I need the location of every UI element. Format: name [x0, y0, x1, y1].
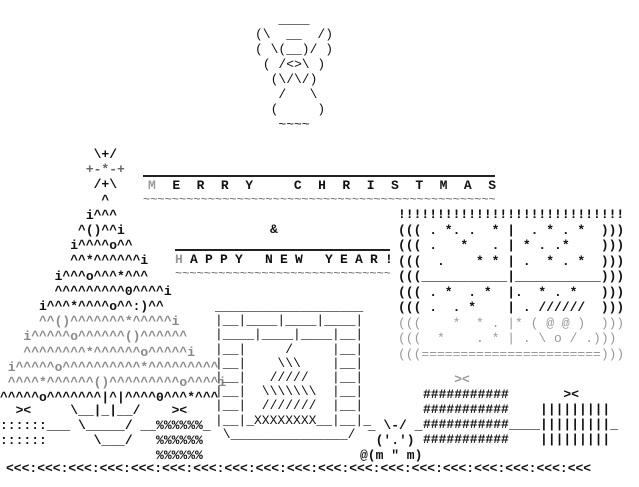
- fireplace-line: |__|____|____|____|: [215, 313, 364, 329]
- ground-line: %%%%%%: [0, 448, 203, 463]
- window-line: !!!!!!!!!!!!!!!!!!!!!!!!!!!!!: [398, 207, 625, 222]
- angel-line: ____: [255, 12, 310, 27]
- merry-first-letter: M: [148, 178, 173, 193]
- window-line: ((( . . * | . ////// ))): [398, 300, 625, 315]
- window-line: ((( * * . |* ( @ @ ) ))): [398, 315, 625, 331]
- tree-line: ^^^^^^^^^0^^^^i: [0, 283, 172, 299]
- presents-line: ###########____|||||||||_: [423, 417, 619, 432]
- angel-line: ~~~~: [255, 117, 310, 132]
- angel-line: (\/\/): [255, 72, 318, 87]
- fireplace-line: |__| \\\\\\\ |__|: [215, 384, 364, 400]
- happy-new-year-top-rule: [175, 249, 390, 251]
- tree-line: i^^^^o^^: [0, 238, 133, 254]
- fireplace-line: |____|____|____|__|: [215, 327, 364, 343]
- window-line: (((=======================))): [398, 346, 625, 362]
- angel-line: ( ): [255, 102, 326, 117]
- cat-line: _ \-/ _: [360, 418, 423, 433]
- tree-line: i^^^^^o^^^^^^()^^^^^^: [0, 329, 188, 345]
- presents-line: ########### |||||||||: [423, 432, 611, 447]
- cat-line: ('.'): [360, 433, 415, 448]
- window-line: ((( . * * | . * . * ))): [398, 253, 625, 269]
- window-line: ((( . *. . * | . * . * ))): [398, 222, 625, 238]
- tree-line: ^^^^^o^^^^^^^|^|^^^^0^^^*^^^: [0, 390, 219, 406]
- happy-new-year-heading: HAPPY NEW YEAR!: [175, 252, 400, 267]
- tree-line: /+\: [0, 177, 118, 193]
- tree-line: i^^^^^o^^^^^^^^^^*^^^^^^^^^: [0, 359, 219, 375]
- angel-line: / \: [255, 87, 318, 102]
- fireplace-line: \_______________/: [215, 426, 356, 442]
- floor-border-ascii-art: <<<:<<<:<<<:<<<:<<<:<<<:<<<:<<<:<<<:<<<:…: [6, 461, 591, 476]
- tree-line: i^^^o^^^*^^^: [0, 268, 149, 284]
- merry-christmas-tilde-line: ~~~~~~~~~~~~~~~~~~~~~~~~~~~~~~~~~~~~~~~~…: [143, 193, 495, 207]
- fireplace-line: |__|_XXXXXXXX__|__|_: [215, 412, 372, 428]
- tree-line: ^: [0, 192, 110, 208]
- fireplace-line: |__| / |__|: [215, 341, 364, 357]
- tree-line: ^()^^i: [0, 223, 125, 239]
- fireplace-line: |__| /////// |__|: [215, 398, 364, 414]
- tree-line: ^^*^^^^^^i: [0, 253, 149, 269]
- window-ascii-art: !!!!!!!!!!!!!!!!!!!!!!!!!!!!!((( . *. . …: [398, 207, 624, 362]
- tree-line: i^^^: [0, 207, 118, 223]
- ground-line: ::::::___ \_____/ __%%%%%%_: [0, 418, 211, 433]
- tree-line: +-*-+: [0, 162, 125, 178]
- happy-first-letter: H: [175, 252, 191, 267]
- happy-rest: APPY NEW YEAR!: [190, 252, 401, 267]
- presents-line: ><: [423, 372, 470, 387]
- ground-line: :::::: \___/ %%%%%%: [0, 433, 203, 448]
- tree-line: ^^^^*^^^^^^()^^^^^^^^^o^^^^i: [0, 375, 227, 391]
- angel-line: ( /<>\ ): [255, 57, 326, 72]
- merry-christmas-top-rule: [143, 175, 495, 177]
- merry-rest: ERRY CHRISTMAS: [172, 178, 513, 193]
- presents-under-tree-ascii-art: >< \__|_|__/ ><::::::___ \_____/ __%%%%%…: [0, 403, 211, 463]
- cat-ascii-art: _ \-/ _ ('.')@(m " m): [360, 418, 422, 463]
- angel-ascii-art: ____(\ __ /)( \(__)/ ) ( /<>\ ) (\/\/) /…: [255, 12, 333, 132]
- angel-line: ( \(__)/ ): [255, 42, 334, 57]
- ground-line: >< \__|_|__/ ><: [0, 403, 188, 418]
- window-line: (((___________|___________))): [398, 269, 625, 284]
- fireplace-line: |__| ///// |__|: [215, 370, 364, 386]
- tree-line: ^^()^^^^^^^*^^^^^i: [0, 314, 180, 330]
- presents-line: ########### ><: [423, 387, 580, 402]
- tree-line: i^^^*^^^^o^^:)^^: [0, 299, 164, 315]
- window-line: ((( . * . | * . .* ))): [398, 238, 625, 253]
- happy-new-year-tilde-line: ~~~~~~~~~~~~~~~~~~~~~~~~~~~~~~~~~~~~~~: [175, 267, 390, 281]
- cat-line: @(m " m): [360, 448, 423, 463]
- window-line: ((( . * . * |. * . * ))): [398, 284, 625, 300]
- window-line: ((( * . * | . \ o / .))): [398, 331, 617, 346]
- ampersand: &: [270, 222, 278, 237]
- fireplace-line: ___________________: [215, 299, 364, 314]
- fireplace-ascii-art: ___________________|__|____|____|____||_…: [215, 299, 372, 442]
- gift-boxes-ascii-art: ><########### ><########### |||||||||###…: [423, 372, 618, 447]
- fireplace-line: |__| \\\ |__|: [215, 355, 364, 371]
- angel-line: (\ __ /): [255, 27, 334, 42]
- tree-line: \+/: [0, 147, 118, 162]
- christmas-tree-ascii-art: \+/ +-*-+ /+\ ^ i^^^ ^()^^i i^^^^o^^ ^^*…: [0, 147, 226, 405]
- tree-line: ^^^^^^^^*^^^^^^o^^^^^i: [0, 344, 196, 360]
- presents-line: ########### |||||||||: [423, 402, 611, 417]
- merry-christmas-heading: MERRY CHRISTMAS: [148, 178, 513, 193]
- floor-line: <<<:<<<:<<<:<<<:<<<:<<<:<<<:<<<:<<<:<<<:…: [6, 461, 592, 476]
